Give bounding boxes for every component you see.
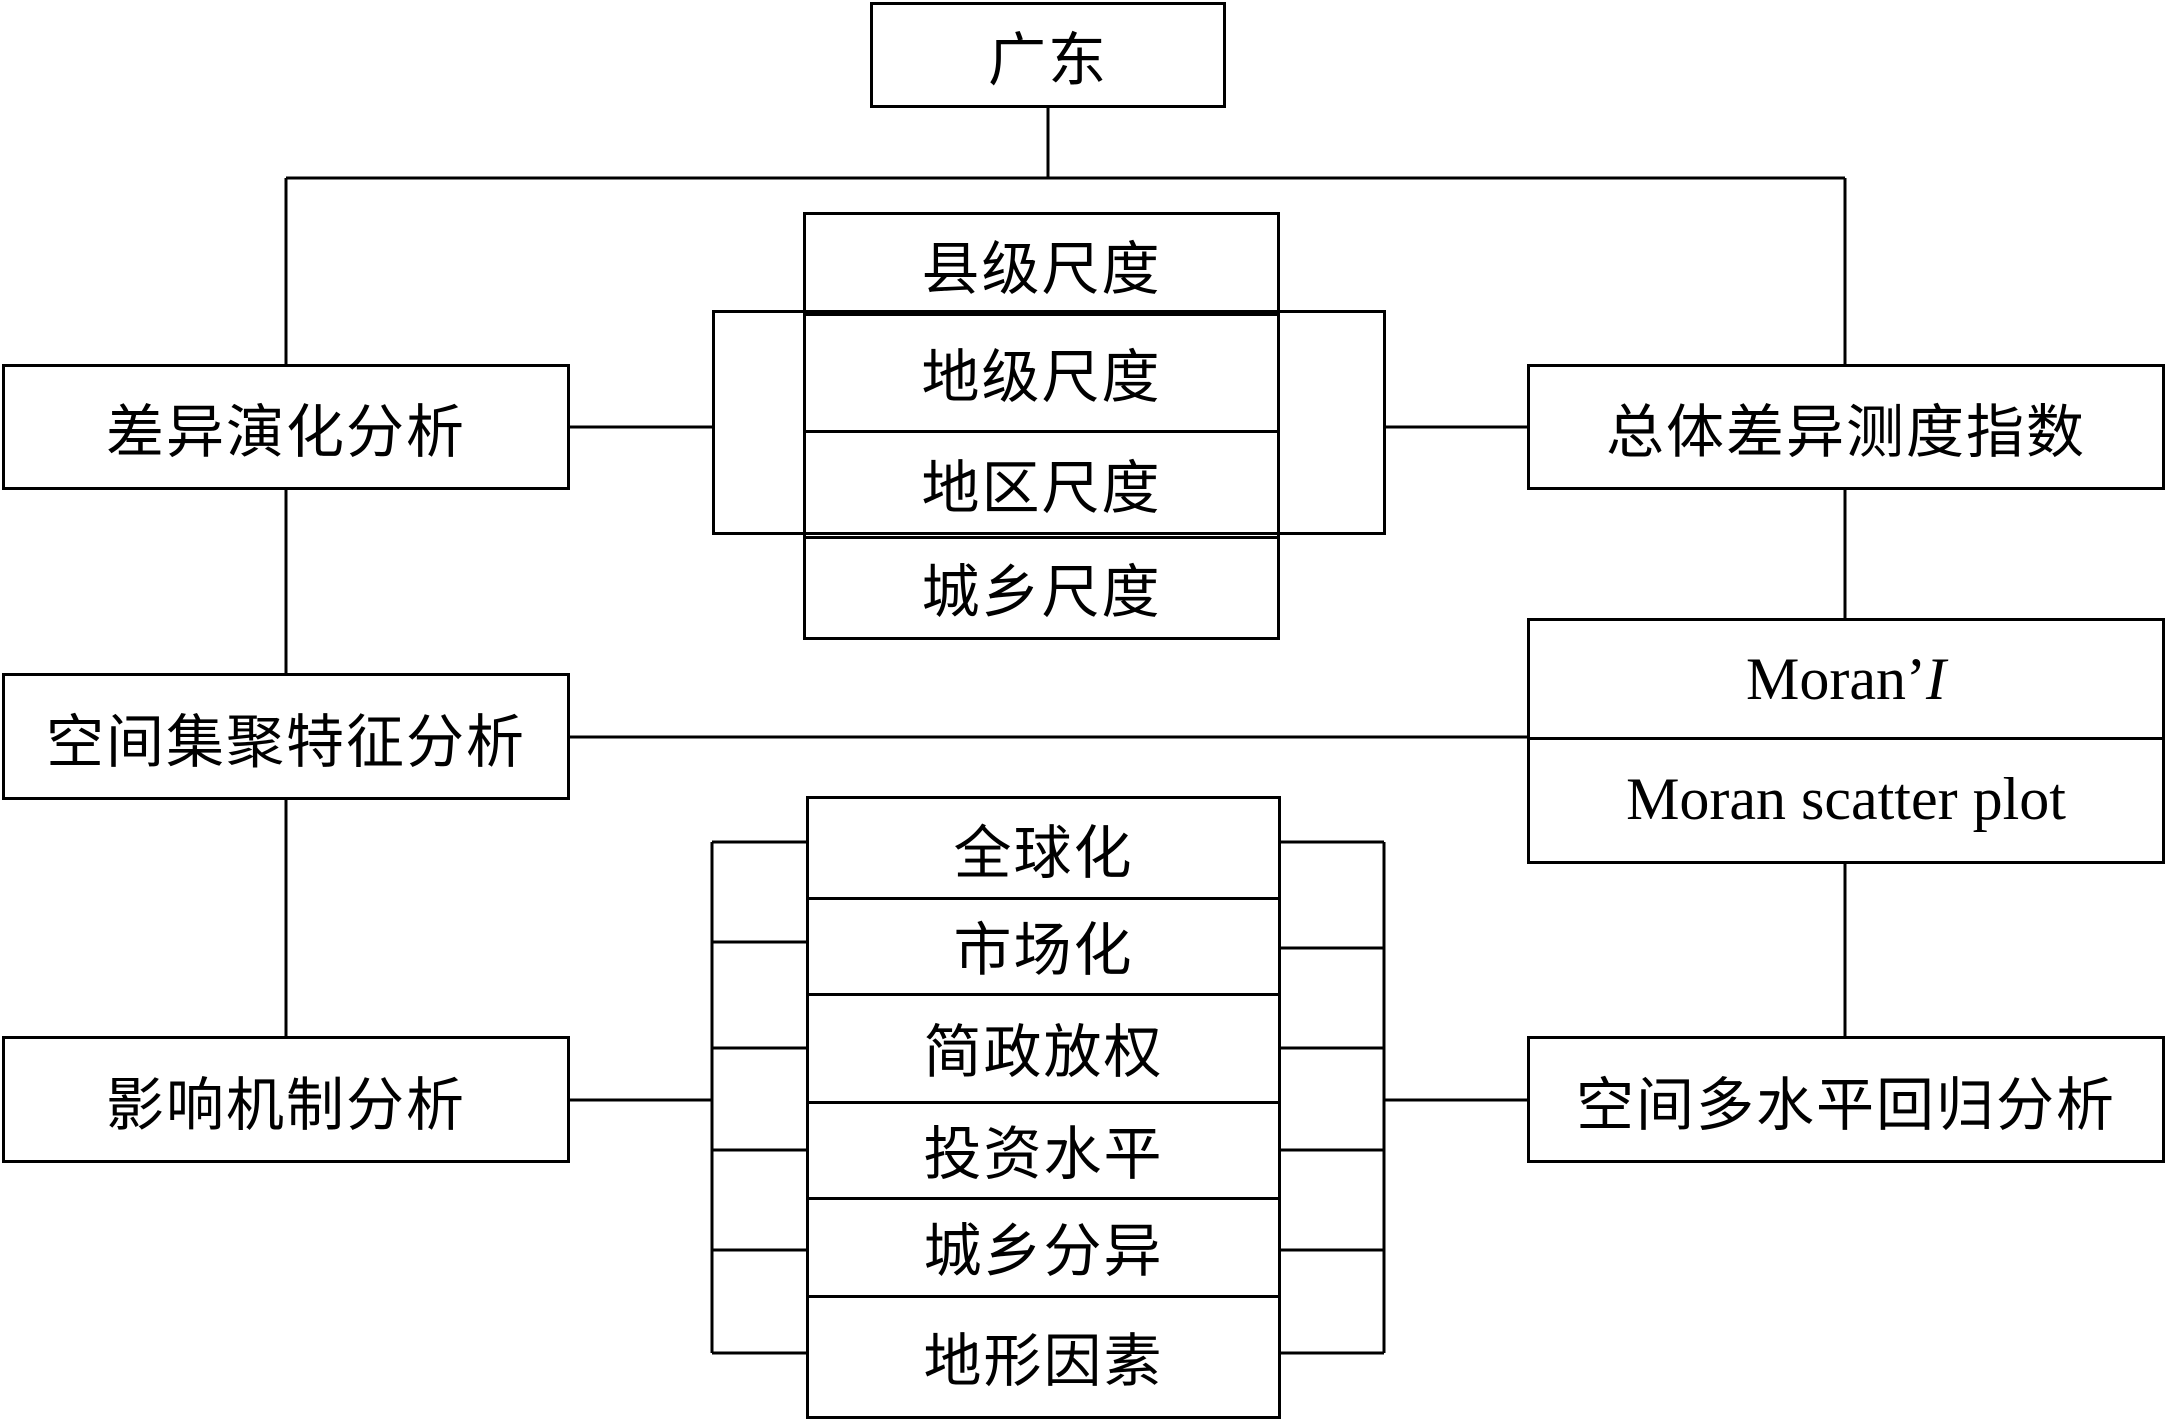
influence-mechanism-box: 影响机制分析 <box>2 1036 570 1163</box>
scale-urban-rural: 城乡尺度 <box>921 557 1162 626</box>
scale-region: 地区尺度 <box>806 430 1277 539</box>
spatial-agglomeration-label: 空间集聚特征分析 <box>45 707 526 776</box>
moran-box: Moran’I Moran scatter plot <box>1527 618 2165 864</box>
root-label: 广东 <box>987 26 1108 94</box>
factor-stack: 全球化 市场化 简政放权 投资水平 城乡分异 地形因素 <box>806 796 1281 1419</box>
scale-stack: 县级尺度 地级尺度 地区尺度 城乡尺度 <box>803 212 1280 640</box>
spatial-agglomeration-box: 空间集聚特征分析 <box>2 673 570 800</box>
overall-difference-index-box: 总体差异测度指数 <box>1527 364 2165 490</box>
scale-county: 县级尺度 <box>806 215 1277 316</box>
factor-urban-rural-division: 城乡分异 <box>809 1197 1278 1298</box>
factor-terrain: 地形因素 <box>923 1326 1164 1395</box>
factor-investment-level: 投资水平 <box>809 1101 1278 1200</box>
overall-difference-index-label: 总体差异测度指数 <box>1605 398 2086 466</box>
scale-prefecture: 地级尺度 <box>806 313 1277 433</box>
multilevel-regression-box: 空间多水平回归分析 <box>1527 1036 2165 1163</box>
factor-marketization: 市场化 <box>809 897 1278 996</box>
factor-globalization: 全球化 <box>809 799 1278 900</box>
scale-stack-wide-frame <box>712 310 1386 535</box>
moran-scatter-cell: Moran scatter plot <box>1530 737 2162 861</box>
moran-scatter-plot-label: Moran scatter plot <box>1626 765 2066 832</box>
difference-evolution-box: 差异演化分析 <box>2 364 570 490</box>
factor-decentralization: 简政放权 <box>809 993 1278 1104</box>
moran-i-cell: Moran’I <box>1530 621 2162 740</box>
influence-mechanism-label: 影响机制分析 <box>105 1070 466 1139</box>
moran-i-label: Moran’I <box>1746 645 1946 712</box>
difference-evolution-label: 差异演化分析 <box>105 398 466 466</box>
multilevel-regression-label: 空间多水平回归分析 <box>1575 1070 2116 1139</box>
root-box: 广东 <box>870 2 1226 108</box>
